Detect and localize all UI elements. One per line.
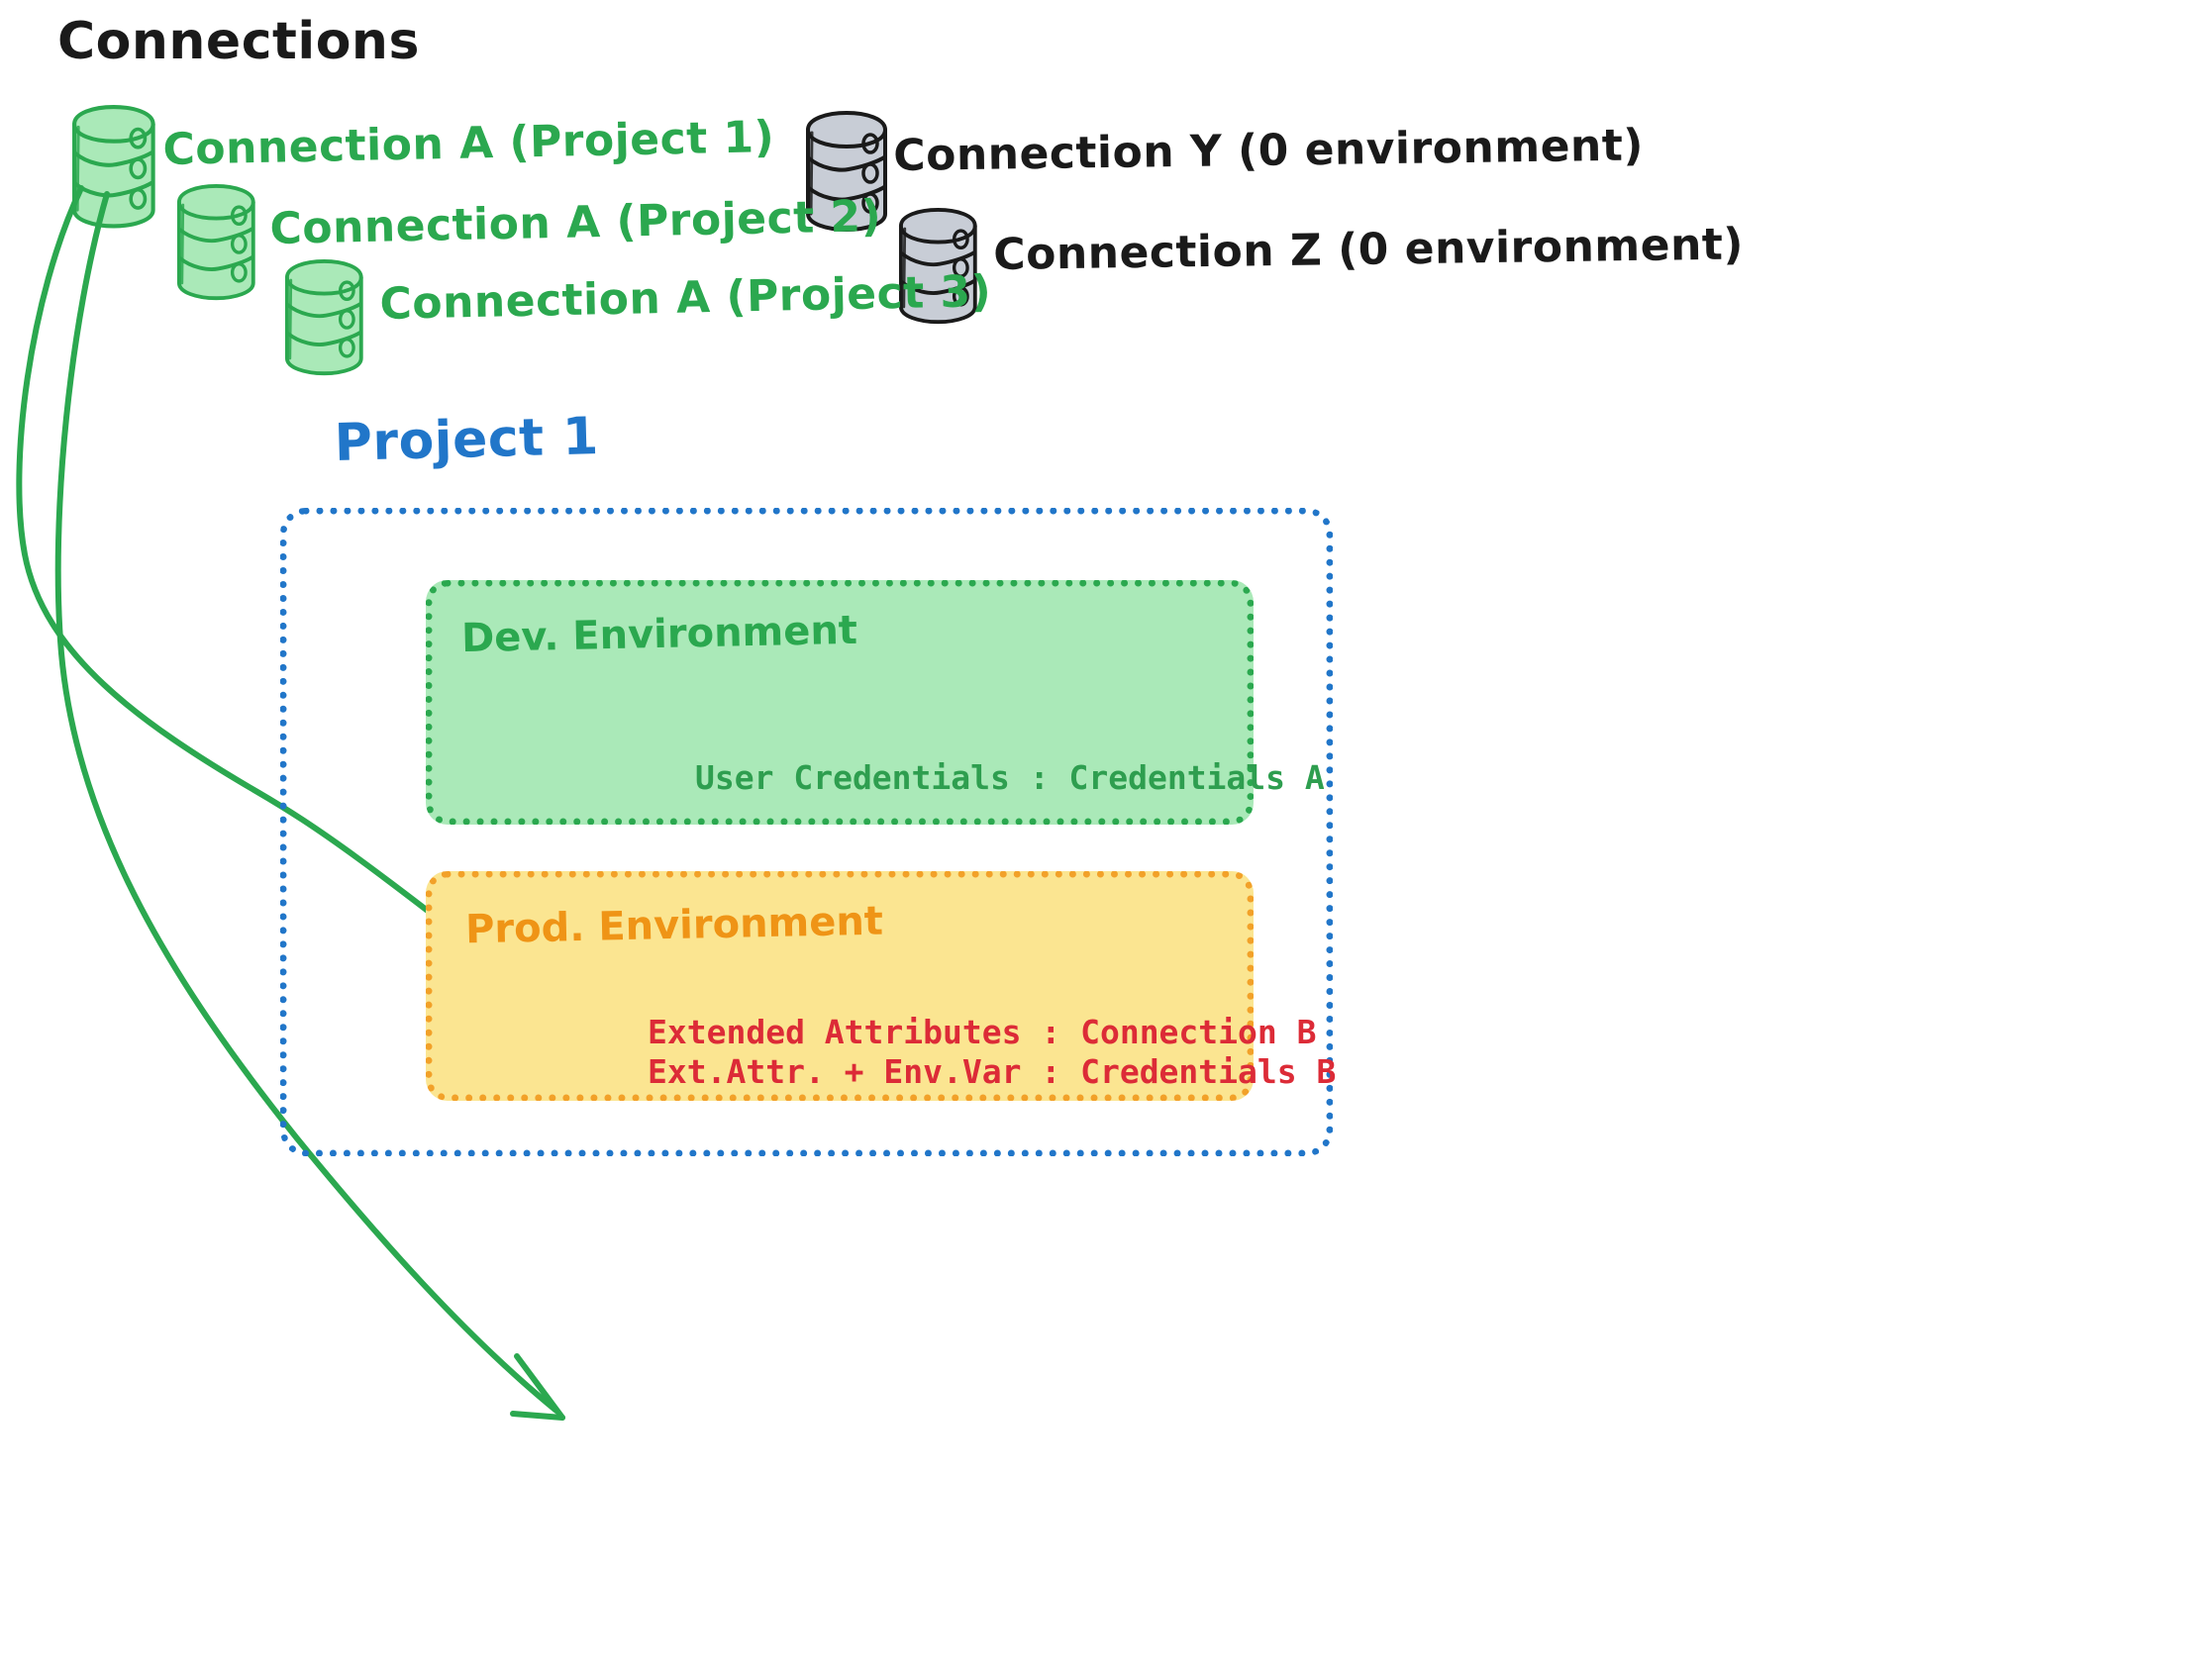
arrow-conn-a-to-prod xyxy=(54,191,565,1421)
dev-environment-box[interactable] xyxy=(426,580,1254,825)
dev-environment-title: Dev. Environment xyxy=(460,607,858,662)
database-icon-conn-a-project-2[interactable] xyxy=(175,183,256,303)
dev-environment-credentials-row: User Credentials : Credentials A xyxy=(695,758,1325,797)
database-icon-conn-a-project-3[interactable] xyxy=(284,259,364,378)
database-icon-conn-a-project-1[interactable] xyxy=(73,107,154,228)
connection-label-y: Connection Y (0 environment) xyxy=(893,120,1645,181)
prod-environment-credentials-row: Ext.Attr. + Env.Var : Credentials B xyxy=(648,1052,1337,1091)
connection-label-z: Connection Z (0 environment) xyxy=(993,219,1745,280)
page-title: Connections xyxy=(57,12,420,71)
prod-environment-title: Prod. Environment xyxy=(464,898,884,953)
project-title: Project 1 xyxy=(334,407,600,473)
prod-environment-attributes-row: Extended Attributes : Connection B xyxy=(648,1013,1317,1051)
project-boundary-box xyxy=(280,508,1333,1156)
prod-environment-box[interactable] xyxy=(426,871,1254,1101)
